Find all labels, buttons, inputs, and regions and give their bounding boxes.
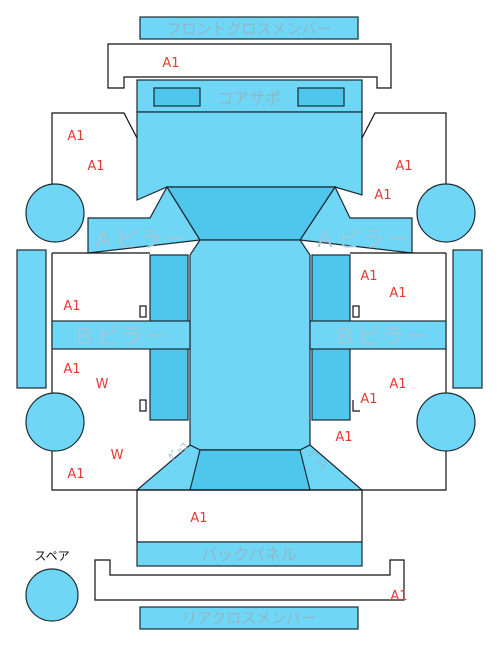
damage-mark: A1 — [389, 377, 406, 392]
door-handle-front-left — [139, 305, 147, 318]
damage-mark: A1 — [335, 430, 352, 445]
damage-mark: W — [96, 377, 109, 392]
wheel-front-left[interactable] — [25, 183, 85, 243]
damage-mark: A1 — [162, 56, 179, 71]
damage-mark: A1 — [395, 159, 412, 174]
wheel-front-right[interactable] — [416, 183, 476, 243]
spare-tire[interactable] — [25, 568, 79, 622]
rear-cross-member[interactable] — [139, 606, 359, 630]
rear-cross-member-label: リアクロスメンバー — [182, 609, 316, 627]
rear-bumper-outline — [94, 559, 405, 601]
rear-window — [189, 449, 311, 491]
a-pillar-right-label: Ａピラー — [314, 228, 410, 253]
damage-mark: A1 — [360, 269, 377, 284]
back-panel[interactable] — [136, 541, 363, 567]
damage-mark: A1 — [374, 188, 391, 203]
damage-mark: A1 — [190, 511, 207, 526]
side-skirt-right[interactable] — [452, 249, 483, 389]
b-pillar-right-label: Ｂピラー — [334, 325, 430, 350]
damage-mark: A1 — [67, 129, 84, 144]
b-pillar-left-label: Ｂピラー — [73, 325, 169, 350]
headlight-left — [153, 87, 201, 107]
a-pillar-left-label: Ａピラー — [92, 228, 188, 253]
damage-marks: A1 A1 A1 A1 A1 A1 A1 A1 A1 W A1 A1 A1 W … — [63, 56, 412, 604]
damage-mark: A1 — [63, 362, 80, 377]
damage-mark: A1 — [360, 392, 377, 407]
front-cross-member[interactable] — [139, 16, 359, 40]
wheel-rear-left[interactable] — [25, 392, 85, 452]
roof[interactable] — [189, 239, 311, 451]
front-bumper-outline — [107, 43, 392, 89]
headlight-right — [297, 87, 345, 107]
damage-mark: A1 — [390, 589, 407, 604]
front-cross-member-label: フロントクロスメンバー — [166, 20, 331, 38]
damage-mark: A1 — [63, 299, 80, 314]
wheel-rear-right[interactable] — [416, 392, 476, 452]
door-handle-rear-right — [352, 400, 360, 412]
damage-mark: A1 — [87, 159, 104, 174]
door-handle-rear-left — [139, 399, 147, 412]
door-handle-front-right — [352, 305, 360, 318]
damage-mark: W — [111, 448, 124, 463]
trunk-lid[interactable] — [136, 489, 363, 543]
b-pillar-right[interactable] — [309, 320, 447, 350]
damage-mark: A1 — [67, 467, 84, 482]
core-support-label: コアサポ — [217, 89, 281, 108]
b-pillar-left[interactable] — [51, 320, 191, 350]
side-skirt-left[interactable] — [16, 249, 47, 389]
back-panel-label: バックパネル — [201, 545, 296, 564]
damage-mark: A1 — [389, 286, 406, 301]
spare-label: スペア — [34, 549, 69, 563]
